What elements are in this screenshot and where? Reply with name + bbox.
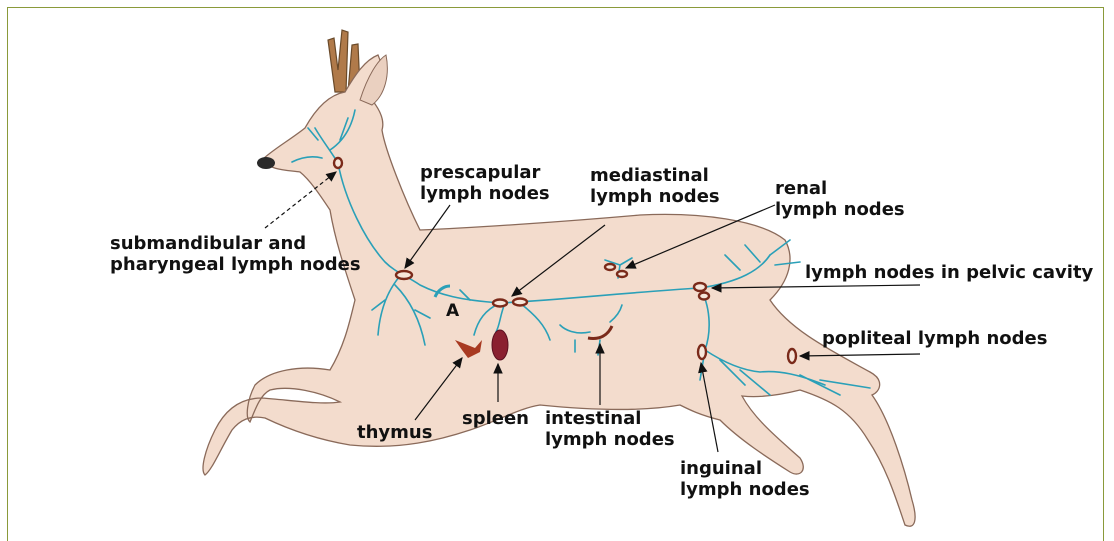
nose — [257, 157, 275, 169]
label-inguinal-line2: lymph nodes — [680, 479, 810, 500]
label-popliteal: popliteal lymph nodes — [822, 328, 1047, 349]
marker-a: A — [446, 301, 460, 321]
label-pelvic: lymph nodes in pelvic cavity — [805, 262, 1093, 283]
label-mediastinal-line2: lymph nodes — [590, 186, 720, 207]
label-spleen: spleen — [462, 408, 529, 429]
label-renal: renal lymph nodes — [775, 178, 905, 220]
label-prescapular-line1: prescapular — [420, 162, 550, 183]
label-submandibular: submandibular and pharyngeal lymph nodes — [110, 233, 361, 275]
deer-body — [203, 55, 915, 526]
label-intestinal-line2: lymph nodes — [545, 429, 675, 450]
label-renal-line1: renal — [775, 178, 905, 199]
label-thymus: thymus — [357, 422, 432, 443]
label-renal-line2: lymph nodes — [775, 199, 905, 220]
spleen-organ — [492, 330, 508, 360]
label-prescapular-line2: lymph nodes — [420, 183, 550, 204]
node-pelvic-2 — [699, 293, 709, 300]
label-mediastinal-line1: mediastinal — [590, 165, 720, 186]
label-submandibular-line2: pharyngeal lymph nodes — [110, 254, 361, 275]
node-renal-2 — [617, 271, 627, 277]
label-inguinal-line1: inguinal — [680, 458, 810, 479]
node-submandibular — [334, 158, 342, 168]
node-pelvic-1 — [694, 283, 706, 291]
label-prescapular: prescapular lymph nodes — [420, 162, 550, 204]
node-mediastinal-2 — [513, 299, 527, 306]
node-popliteal — [788, 349, 796, 363]
label-intestinal: intestinal lymph nodes — [545, 408, 675, 450]
node-mediastinal-1 — [493, 300, 507, 307]
label-inguinal: inguinal lymph nodes — [680, 458, 810, 500]
node-inguinal — [698, 345, 706, 359]
label-intestinal-line1: intestinal — [545, 408, 675, 429]
label-submandibular-line1: submandibular and — [110, 233, 361, 254]
node-renal-1 — [605, 264, 615, 270]
node-prescapular — [396, 271, 412, 279]
label-mediastinal: mediastinal lymph nodes — [590, 165, 720, 207]
